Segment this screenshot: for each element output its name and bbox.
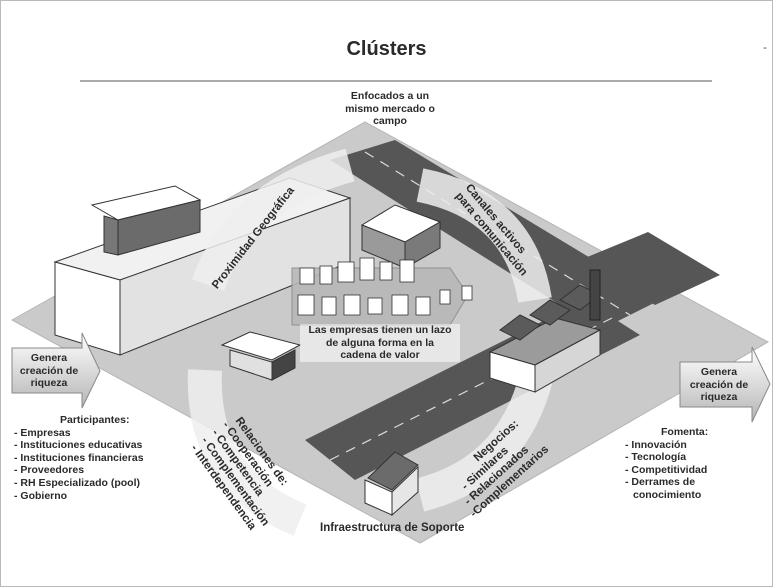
arc-arrow-top-right [416, 168, 552, 304]
fosters-item: - Tecnología [625, 451, 687, 464]
fosters-block: Fomenta: - Innovación - Tecnología - Com… [625, 426, 755, 502]
factory-chimney [589, 269, 601, 321]
page-title: Clústers [346, 38, 427, 60]
roof-block-side [117, 199, 201, 256]
participants-item: - Instituciones financieras [14, 451, 144, 464]
value-chain-line-2: de alguna forma en la [326, 336, 434, 349]
house-roof [367, 451, 419, 491]
left-arrow [11, 332, 101, 409]
participants-item: - Proveedores [14, 464, 85, 477]
fosters-item: - Competitividad [625, 463, 708, 476]
left-arrow-line-1: Genera [30, 352, 68, 364]
participants-block: Participantes: - Empresas - Institucione… [14, 414, 184, 502]
participants-item: - Instituciones educativas [14, 439, 143, 452]
value-chain-line-1: Las empresas tienen un lazo [308, 324, 452, 336]
factory-sawtooth-1 [499, 314, 541, 341]
house-side [391, 465, 419, 517]
left-arrow-line-2: creación de [19, 364, 79, 377]
value-chain-label: Las empresas tienen un lazo de alguna fo… [300, 324, 460, 362]
participants-heading: Participantes: [60, 414, 130, 426]
right-arrow-line-1: Genera [700, 366, 738, 378]
right-arrow [679, 346, 771, 423]
arc-arrow-top-left [191, 148, 355, 292]
right-arrow-line-2: creación de [689, 378, 749, 391]
factory-sawtooth-2 [529, 299, 571, 326]
factory-side [534, 329, 601, 393]
left-arrow-label: Genera creación de riqueza [14, 352, 84, 390]
right-arrow-line-3: riqueza [700, 391, 738, 403]
left-arrow-line-3: riqueza [30, 377, 68, 389]
fosters-heading: Fomenta: [661, 426, 709, 438]
roof-block-front [103, 215, 119, 256]
fosters-item: - Innovación [625, 438, 687, 451]
road-cross [580, 232, 720, 305]
participants-item: - Empresas [14, 426, 71, 439]
focus-line-3: campo [373, 115, 407, 127]
participants-item: - RH Especializado (pool) [14, 476, 141, 489]
fosters-item: - Derrames de [625, 476, 696, 489]
station-side [271, 349, 296, 381]
focus-label: Enfocados a un mismo mercado o campo [320, 90, 460, 128]
infrastructure-label: Infraestructura de Soporte [320, 522, 465, 534]
focus-line-1: Enfocados a un [350, 90, 430, 102]
focus-line-2: mismo mercado o [345, 102, 435, 115]
right-arrow-label: Genera creación de riqueza [683, 366, 755, 404]
fosters-item: conocimiento [633, 488, 702, 501]
participants-item: - Gobierno [14, 489, 68, 502]
office-side [404, 221, 441, 269]
corner-mark: - [763, 40, 767, 54]
arc-arrow-bottom-left [187, 369, 307, 536]
people-icons [297, 257, 473, 316]
value-chain-line-3: cadena de valor [340, 349, 420, 361]
